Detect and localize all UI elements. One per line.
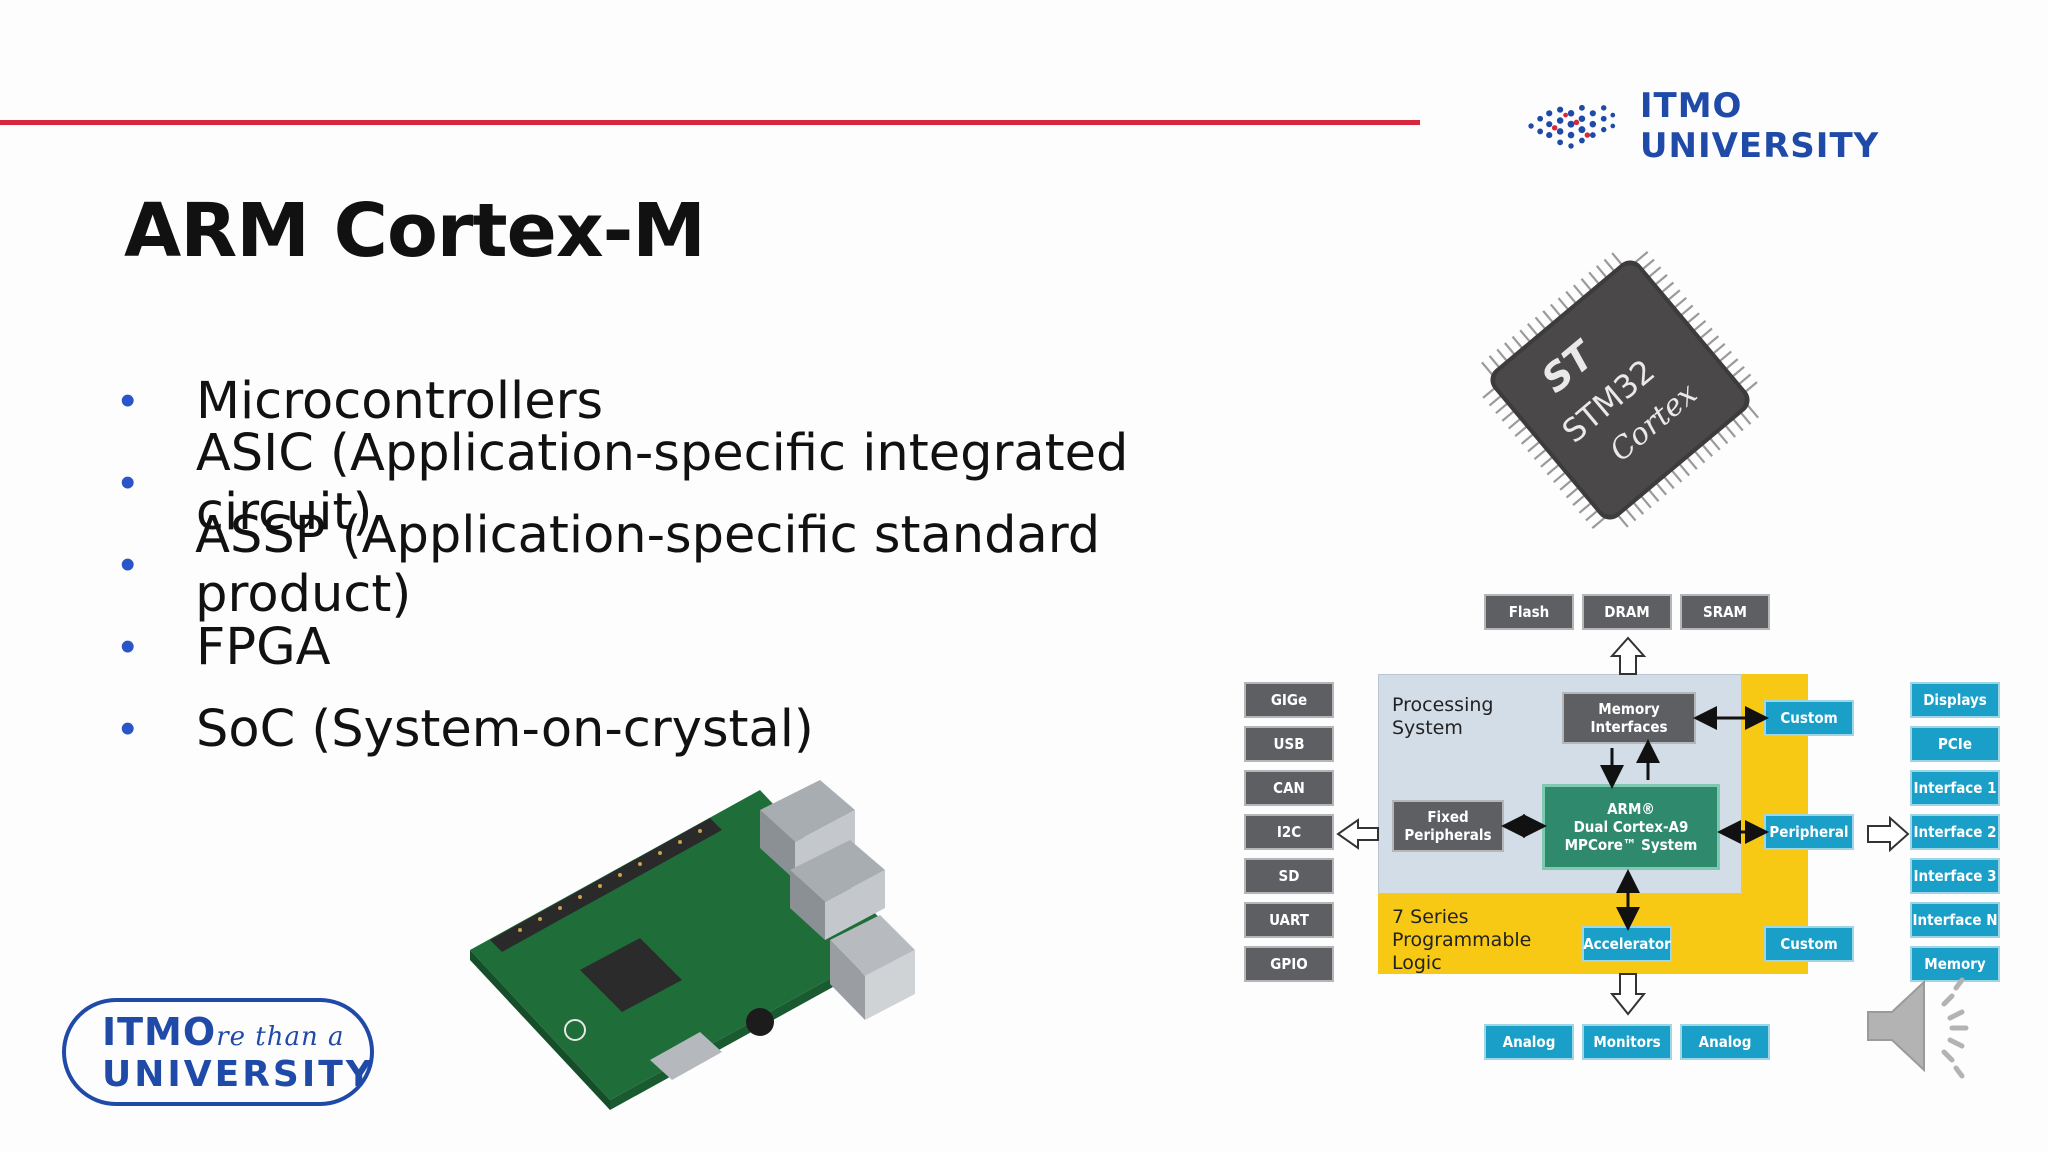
bullet-list: • Microcontrollers • ASIC (Application-spe… xyxy=(120,360,1320,770)
left-io-sd: SD xyxy=(1244,858,1334,894)
bullet-icon: • xyxy=(120,540,136,589)
header-accent-rule xyxy=(0,120,1420,125)
logo-line1-prefix: ITMO xyxy=(102,1010,217,1054)
core-line-2: Dual Cortex-A9 xyxy=(1573,818,1689,836)
right-io-interface-1: Interface 1 xyxy=(1910,770,2000,806)
left-io-i2c: I2C xyxy=(1244,814,1334,850)
speaker-icon[interactable] xyxy=(1862,962,1992,1092)
slide-title: ARM Cortex-M xyxy=(124,188,706,274)
bullet-text: SoC (System-on-crystal) xyxy=(196,699,814,759)
arm-core-block: ARM® Dual Cortex-A9 MPCore™ System xyxy=(1542,784,1720,870)
right-io-pcie: PCIe xyxy=(1910,726,2000,762)
memory-block-dram: DRAM xyxy=(1582,594,1672,630)
bottom-io-analog-2: Analog xyxy=(1680,1024,1770,1060)
custom-block-bottom: Custom xyxy=(1764,926,1854,962)
memory-block-flash: Flash xyxy=(1484,594,1574,630)
bullet-icon: • xyxy=(120,458,136,507)
bullet-text: ASSP (Application-specific standard prod… xyxy=(195,506,1101,624)
list-item: • ASSP (Application-specific standard pro… xyxy=(120,506,1320,624)
list-item: • SoC (System-on-crystal) xyxy=(120,688,1320,770)
bottom-io-analog-1: Analog xyxy=(1484,1024,1574,1060)
core-line-3: MPCore™ System xyxy=(1564,836,1698,854)
bullet-text: ASIC (Application-specific integrated ci… xyxy=(195,424,1129,542)
right-io-displays: Displays xyxy=(1910,682,2000,718)
left-io-can: CAN xyxy=(1244,770,1334,806)
left-io-gpio: GPIO xyxy=(1244,946,1334,982)
soc-block-diagram: Processing System 7 Series Programmable … xyxy=(1240,590,2008,1070)
list-item: • ASIC (Application-specific integrated c… xyxy=(120,424,1320,542)
bullet-text: Microcontrollers xyxy=(196,371,604,431)
logo-line1-script: re than a xyxy=(216,1022,345,1052)
itmo-university-logo: ITMO UNIVERSITY xyxy=(1522,86,1962,166)
bullet-icon: • xyxy=(120,704,136,753)
university-name: ITMO UNIVERSITY xyxy=(1639,86,1880,166)
bullet-icon: • xyxy=(120,376,136,425)
stm32-chip-image: ST STM32 Cortex xyxy=(1481,251,1759,529)
right-io-interface-3: Interface 3 xyxy=(1910,858,2000,894)
programmable-logic-label: 7 Series Programmable Logic xyxy=(1392,906,1532,974)
list-item: • Microcontrollers xyxy=(120,360,1320,442)
list-item: • FPGA xyxy=(120,606,1320,688)
core-line-1: ARM® xyxy=(1607,800,1655,818)
itmo-more-than-a-university-logo: ITMOre than a UNIVERSITY xyxy=(62,998,374,1106)
left-io-usb: USB xyxy=(1244,726,1334,762)
accelerator-block: Accelerator xyxy=(1582,926,1672,962)
diagram-arrows xyxy=(1336,636,1910,1016)
bullet-icon: • xyxy=(120,622,136,671)
right-io-memory: Memory xyxy=(1910,946,2000,982)
bullet-text: FPGA xyxy=(196,617,331,677)
left-io-gige: GIGe xyxy=(1244,682,1334,718)
right-io-interface-n: Interface N xyxy=(1910,902,2000,938)
bottom-io-monitors: Monitors xyxy=(1582,1024,1672,1060)
memory-interfaces-block: Memory Interfaces xyxy=(1562,692,1696,744)
dot-grid-logo-icon xyxy=(1528,104,1616,149)
peripheral-block: Peripheral xyxy=(1764,814,1854,850)
logo-line2: UNIVERSITY xyxy=(102,1054,375,1095)
raspberry-pi-board-image xyxy=(470,780,915,1110)
right-io-interface-2: Interface 2 xyxy=(1910,814,2000,850)
processing-system-label: Processing System xyxy=(1392,694,1494,739)
memory-block-sram: SRAM xyxy=(1680,594,1770,630)
fixed-peripherals-block: Fixed Peripherals xyxy=(1392,800,1504,852)
left-io-uart: UART xyxy=(1244,902,1334,938)
custom-block-top: Custom xyxy=(1764,700,1854,736)
